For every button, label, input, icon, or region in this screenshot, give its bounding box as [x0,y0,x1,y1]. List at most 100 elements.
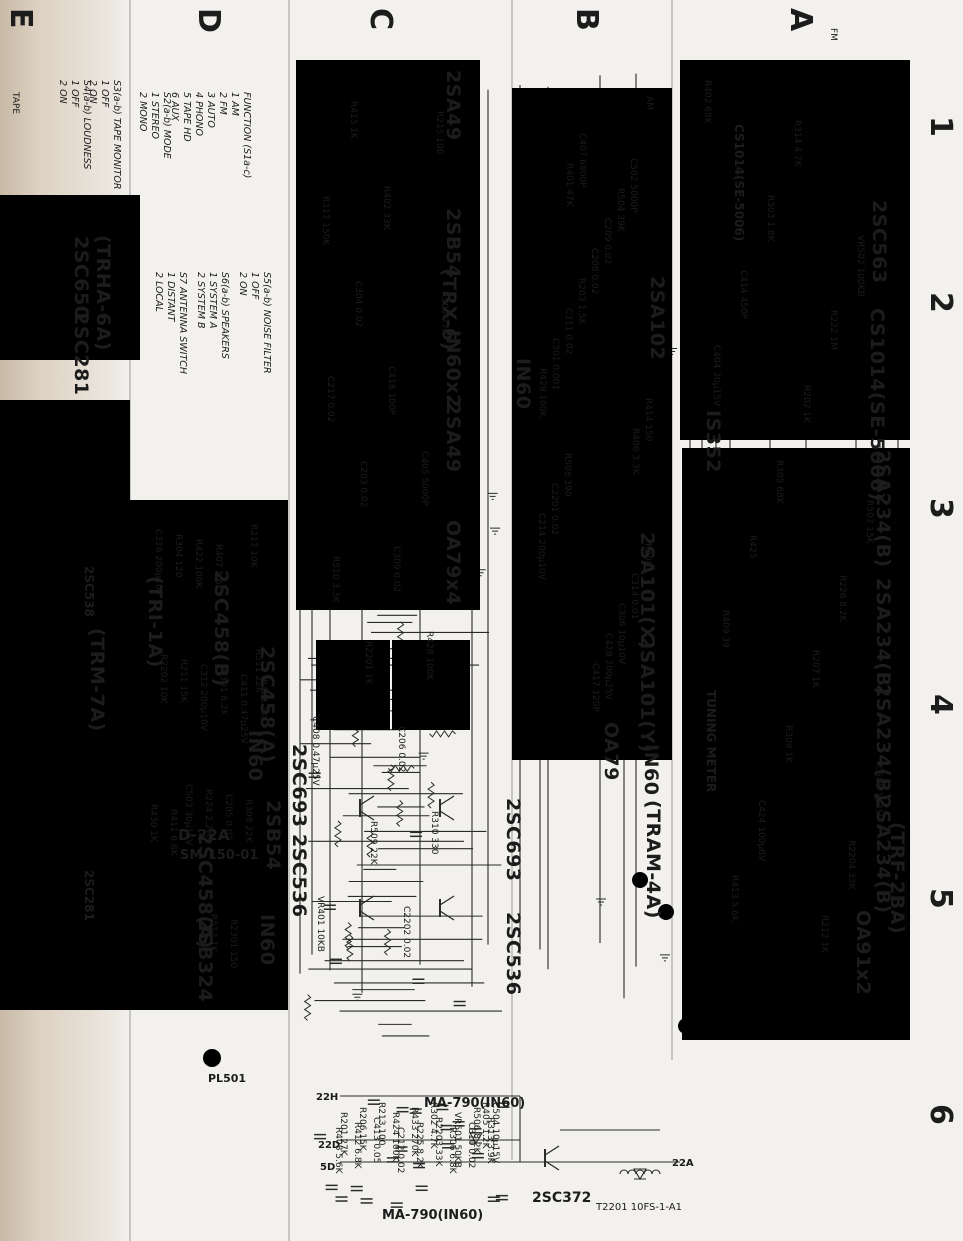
component-value-label: C418 100P [386,366,396,415]
component-value-label: C203 0.02 [358,461,368,508]
component-value-label: R425 [747,535,757,559]
component-value-label: R2201 1K [363,641,373,685]
component-value-label: C2201 0.02 [549,483,559,536]
resistor-symbol [334,820,342,848]
resistor-symbol [366,830,374,858]
tr2201-type: 2SC372 [532,1190,592,1206]
component-value-label: VR501 50KB [452,1112,462,1168]
component-value-label: C214 200μ10V [536,513,546,580]
diode-d22a-type: D-22A [178,826,230,844]
ground-symbol [659,954,670,962]
legend-function-item: 5 TAPE HD [181,92,192,142]
component-value-label: R2204 33K [846,840,856,890]
tr601-type-b: 2SC281 [70,312,92,396]
transistor-lead [544,1145,560,1156]
ground-symbol [490,527,501,535]
tr1-type: 2SC563 [868,200,890,284]
module-frame [512,88,672,760]
module-frame [0,195,140,360]
diode-oa91-type: OA91x2 [852,910,874,996]
component-value-label: C206 0.02 [396,726,406,773]
component-value-label: R505 27K [439,291,449,335]
legend-speakers-item: 1 SYSTEM A [207,272,218,329]
component-value-label: R509 22K [368,821,378,865]
node-22h-label: 22H [316,1092,339,1103]
sub-assembly-box [316,640,390,730]
tr406-type: 2SC536 [502,912,524,996]
component-value-label: R201 27K [338,1112,348,1156]
transistor-lead [359,910,375,921]
component-value-label: R224 2.2M [203,789,213,838]
component-value-label: C428 200μ25V [603,633,613,700]
tr202-type: 2SA234(B) [872,578,894,696]
component-value-label: C314 0.01 [629,573,639,620]
component-value-label: VR502 100KB [855,235,865,297]
transistor-lead [359,895,375,906]
tr303-type: 2SA101(Y) [636,636,658,753]
legend-noise-filter: S5(a-b) NOISE FILTER 1 OFF 2 ON S6(a-b) … [152,272,272,374]
diode-d401-type: IN60x2 [442,330,464,408]
terminal-symbol [632,872,648,888]
component-value-label: VR401 10KB [315,896,325,952]
diode-sm150-type: SM-150-01 [180,848,259,863]
column-letter-d: D [191,8,226,33]
pilot-lamp-label: PL501 [208,1072,247,1085]
diode-d503-type: IN60 [256,914,278,966]
component-value-label: R208 [642,543,652,567]
component-value-label: R507 15K [864,500,874,544]
component-value-label: R430 1K [148,804,158,842]
tr407-type: 2SC536 [288,834,310,918]
transistor-lead [439,895,455,906]
tr2-local-type: CS1014(SE-5006) [732,124,746,242]
legend-function-item: 1 AM [229,92,240,116]
component-value-label: C411 0.47μ25V [238,674,248,744]
ground-symbol [352,993,363,1001]
component-value-label: R310 330 [429,811,439,855]
component-value-label: R304 120 [173,534,183,578]
diode-d301-type: IN60 [512,358,534,410]
component-value-label: R301 8.2K [218,669,228,716]
row-number-4: 4 [923,694,958,715]
column-letter-e: E [3,8,38,29]
column-letter-b: B [569,8,604,31]
tr301-type: 2SA102 [646,276,668,361]
column-letter-a: A [783,8,818,32]
sub-assembly-box [540,300,620,370]
component-value-label: R2203 33K [433,1117,443,1167]
component-value-label: R401 47K [564,163,574,207]
component-value-label: C2202 0.02 [401,906,411,959]
component-value-label: C316 200μ10V [153,529,163,596]
tr503-type: 2SB54 [262,800,284,871]
component-value-label: R506 8.2K [471,1107,481,1154]
trm2-type: 2SC281 [82,870,96,921]
legend-function-title: FUNCTION (S1a-c) [241,92,252,179]
legend-speakers-item: 2 SYSTEM B [195,272,206,329]
resistor-symbol [345,934,354,962]
legend-noise-item: 2 ON [237,272,248,296]
component-value-label: R226 8.2K [837,575,847,622]
legend-noise-title: S5(a-b) NOISE FILTER [261,272,272,374]
legend-mode-title: S2(a-b) MODE [161,92,172,159]
sub-assembly-box [392,640,470,730]
component-value-label: R309 1K [783,725,793,763]
transistor-lead [439,795,455,806]
legend-function-item: 2 FM [217,92,228,115]
module-frame [0,400,130,1010]
component-value-label: C312 200μ10V [198,664,208,731]
diode-symbol [633,1168,647,1181]
tr403-type: 2SA49 [442,402,464,473]
resistor-symbol [344,922,353,949]
component-value-label: R215 100 [434,111,444,155]
ground-symbol [595,898,606,906]
ground-symbol [418,752,429,760]
transistor-lead [439,810,455,821]
terminal-symbol [658,904,674,920]
module-trm-7a: (TRM-7A) [86,628,108,732]
diode-ma790-bottom: MA-790(IN60) [382,1208,484,1223]
row-number-6: 6 [923,1104,958,1125]
tr404-type: 2SC693 [502,798,524,882]
resistor-symbol [427,781,435,809]
module-frames [0,0,910,1241]
